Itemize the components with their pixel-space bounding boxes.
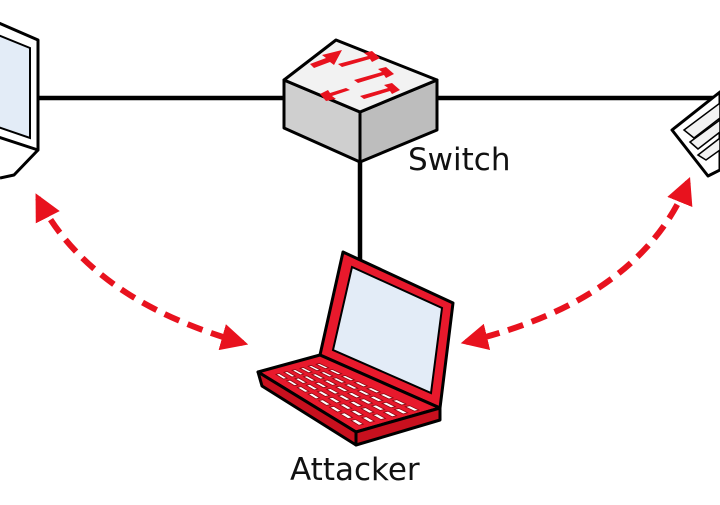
keyboard-key [331,377,347,384]
switch-label: Switch [408,142,511,178]
keyboard-key [348,400,364,408]
keyboard-key [371,413,387,420]
left-host-laptop-icon [0,21,40,180]
keyboard-key [346,392,362,399]
keyboard-key [380,401,397,409]
keyboard-key [290,369,305,376]
keyboard-key [337,394,352,401]
keyboard-key [325,388,340,395]
keyboard-key [328,405,343,413]
attacker-label: Attacker [290,452,420,488]
keyboard-key [368,395,384,402]
keyboard-key [358,398,374,405]
keyboard-key [316,390,331,397]
keyboard-key [344,383,359,390]
keyboard-key [356,389,372,396]
keyboard-key [340,375,356,382]
keyboard-key [315,363,330,370]
keyboard-key [378,393,395,400]
left-attack-arrow [35,193,249,351]
keyboard-key [365,387,382,394]
attacker-laptop-icon [256,250,455,447]
keyboard-key [349,409,365,417]
keyboard-key [327,369,343,376]
keyboard-key [382,410,398,418]
keyboard-key [294,377,308,384]
keyboard-key [317,399,332,406]
keyboard-key [327,396,342,404]
keyboard-key [360,416,376,423]
keyboard-key [285,379,299,387]
keyboard-key [370,404,386,411]
keyboard-key [307,365,322,372]
keyboard-key [305,383,319,391]
keyboard-key [404,405,420,412]
switch-icon [282,38,439,164]
keyboard-key [338,403,353,410]
right-host-laptop-icon [670,90,720,178]
keyboard-key [314,381,329,389]
keyboard-key [350,418,365,426]
keyboard-key [360,407,375,414]
keyboard-key [296,386,310,393]
keyboard-key [334,385,350,393]
keyboard-key [353,381,369,388]
keyboard-key [307,392,321,400]
keyboard-key [299,367,314,374]
keyboard-key [322,379,338,386]
keyboard-key [274,373,288,380]
keyboard-key [391,399,408,406]
keyboard-key [282,371,297,378]
keyboard-key [310,373,326,380]
keyboard-key [393,408,409,415]
keyboard-key [339,412,354,420]
keyboard-key [319,371,334,378]
keyboard-key [302,375,317,382]
keyboard-keys [274,363,420,426]
right-attack-arrow [460,176,693,351]
